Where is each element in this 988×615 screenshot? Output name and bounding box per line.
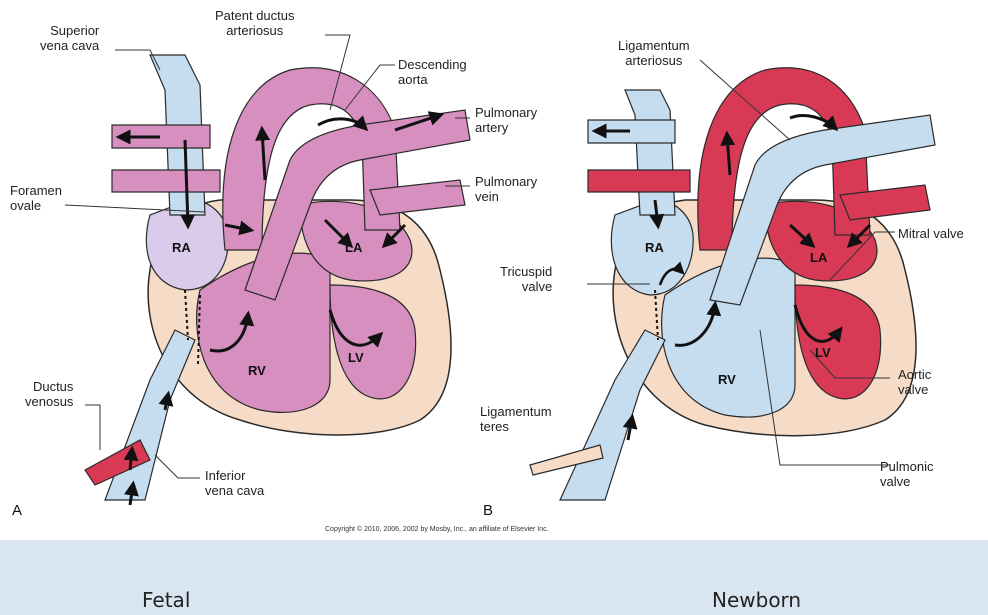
newborn-inferior-vena-cava	[560, 330, 665, 500]
fetal-chamber-ra: RA	[172, 240, 191, 255]
label-tricuspid-valve: Tricuspid valve	[500, 264, 552, 294]
panel-letter-b: B	[483, 502, 493, 519]
fetal-left-pulmonary-vein	[112, 170, 220, 192]
copyright-notice: Copyright © 2010, 2006, 2002 by Mosby, I…	[325, 526, 549, 533]
label-ligamentum-teres: Ligamentum teres	[480, 404, 552, 434]
newborn-left-pulmonary-vein	[588, 170, 690, 192]
label-ligamentum-arteriosus: Ligamentum arteriosus	[618, 38, 690, 68]
panel-letter-a: A	[12, 502, 22, 519]
newborn-chamber-lv: LV	[815, 345, 831, 360]
heart-diagrams-svg	[0, 0, 988, 540]
label-descending-aorta: Descending aorta	[398, 57, 467, 87]
caption-fetal: Fetal	[142, 588, 190, 612]
fetal-chamber-lv: LV	[348, 350, 364, 365]
label-aortic-valve: Aortic valve	[898, 367, 931, 397]
label-mitral-valve: Mitral valve	[898, 226, 964, 241]
label-pulmonary-artery: Pulmonary artery	[475, 105, 537, 135]
label-inferior-vena-cava: Inferior vena cava	[205, 468, 264, 498]
newborn-superior-vena-cava	[625, 90, 675, 215]
label-pulmonic-valve: Pulmonic valve	[880, 459, 933, 489]
caption-newborn: Newborn	[712, 588, 801, 612]
newborn-chamber-la: LA	[810, 250, 827, 265]
label-pulmonary-vein: Pulmonary vein	[475, 174, 537, 204]
label-patent-ductus-arteriosus: Patent ductus arteriosus	[215, 8, 295, 38]
fetal-heart-drawing	[65, 35, 470, 505]
heart-circulation-figure: Superior vena cava Patent ductus arterio…	[0, 0, 988, 540]
label-superior-vena-cava: Superior vena cava	[40, 23, 99, 53]
newborn-heart-drawing	[530, 60, 935, 500]
label-ductus-venosus: Ductus venosus	[25, 379, 73, 409]
label-foramen-ovale: Foramen ovale	[10, 183, 62, 213]
newborn-chamber-ra: RA	[645, 240, 664, 255]
fetal-chamber-la: LA	[345, 240, 362, 255]
fetal-chamber-rv: RV	[248, 363, 266, 378]
newborn-chamber-rv: RV	[718, 372, 736, 387]
